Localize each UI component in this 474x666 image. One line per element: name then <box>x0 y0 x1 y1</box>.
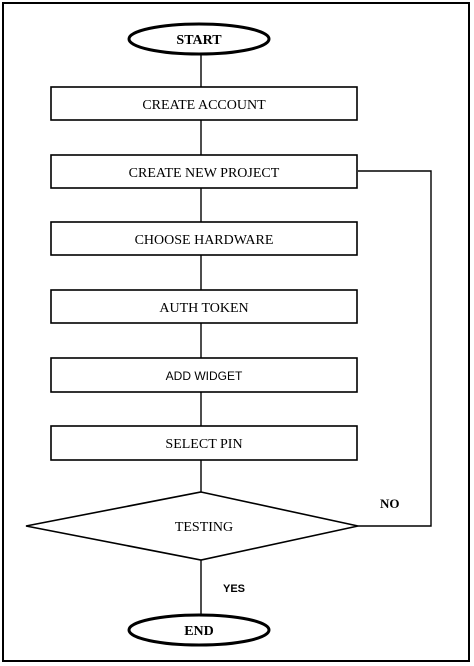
end-terminal: END <box>127 613 271 647</box>
no-loop-connector <box>358 170 432 527</box>
step-label: CHOOSE HARDWARE <box>135 233 274 248</box>
decision-testing: TESTING <box>25 491 359 561</box>
yes-label: YES <box>223 583 245 595</box>
step-add-widget: ADD WIDGET <box>50 357 358 393</box>
step-label: ADD WIDGET <box>166 369 243 383</box>
start-terminal: START <box>127 22 271 56</box>
step-auth-token: AUTH TOKEN <box>50 289 358 324</box>
step-label: CREATE NEW PROJECT <box>129 166 280 181</box>
step-create-account: CREATE ACCOUNT <box>50 86 358 121</box>
decision-label: TESTING <box>175 520 233 535</box>
step-label: AUTH TOKEN <box>159 301 248 316</box>
step-select-pin: SELECT PIN <box>50 425 358 461</box>
step-label: SELECT PIN <box>165 437 242 452</box>
end-label: END <box>184 624 214 639</box>
step-create-new-project: CREATE NEW PROJECT <box>50 154 358 189</box>
start-label: START <box>176 33 222 48</box>
step-choose-hardware: CHOOSE HARDWARE <box>50 221 358 256</box>
no-label: NO <box>380 496 400 511</box>
step-label: CREATE ACCOUNT <box>142 98 266 113</box>
